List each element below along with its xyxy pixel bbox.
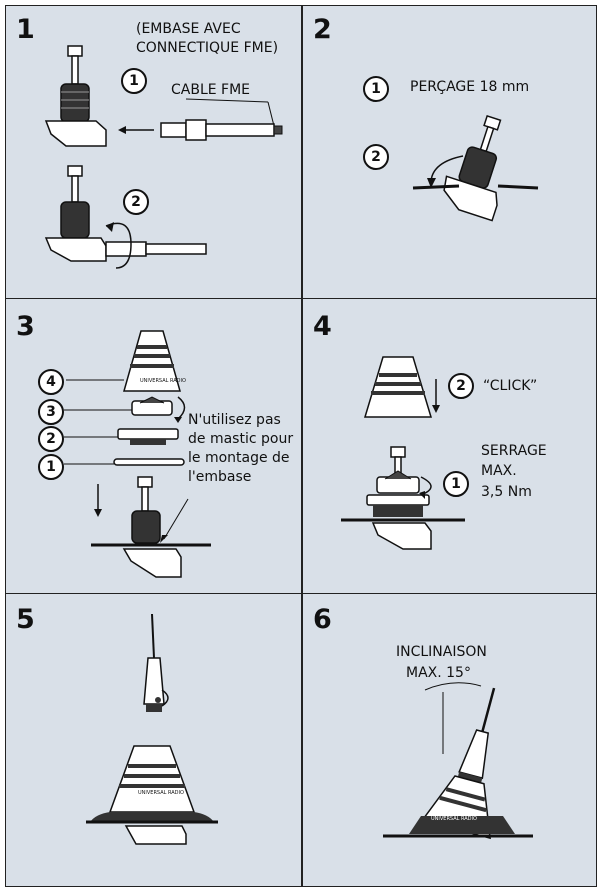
panel-6-illustration: UNIVERSAL RADIO: [383, 682, 533, 840]
panel-4-step-1-marker: 1: [443, 471, 469, 497]
panel-5-illustration: UNIVERSAL RADIO: [86, 613, 218, 845]
seal-part-1: [64, 458, 185, 466]
panel-6: 6 INCLINAISON MAX. 15° UNIVERSAL RADIO: [302, 593, 597, 887]
panel-4-illustration: [341, 356, 465, 550]
cable-label: CABLE FME: [171, 82, 251, 98]
fme-cable-1: [160, 119, 283, 141]
cover-part-click: [363, 356, 433, 418]
panel-3-step-4-marker: 4: [38, 369, 64, 395]
base-mount-3: [91, 476, 211, 578]
logo-text-6: UNIVERSAL RADIO: [431, 816, 477, 822]
mastic-warning-note: N'utilisez pas de mastic pour le montage…: [188, 411, 293, 487]
panel-5-number: 5: [16, 604, 35, 635]
panel-1-step-1-marker: 1: [121, 68, 147, 94]
header-line: (EMBASE AVEC CONNECTIQUE FME): [136, 21, 279, 56]
panel-3-number: 3: [16, 311, 35, 342]
panel-4-step-2-marker: 2: [448, 373, 474, 399]
angle-arc: [424, 682, 482, 691]
tilted-base-mount: [443, 114, 502, 222]
click-label: “CLICK”: [483, 378, 538, 394]
rotate-arrow-1: [105, 222, 132, 269]
torque-title: SERRAGE: [481, 443, 547, 459]
rotate-arrow-2: [430, 155, 464, 182]
panel-2-step-1-marker: 1: [363, 76, 389, 102]
tilted-antenna: [421, 687, 496, 840]
roof-plate-right: [497, 184, 539, 190]
panel-2-illustration: [412, 114, 539, 222]
panel-1-header-text: (EMBASE AVEC CONNECTIQUE FME): [136, 20, 278, 58]
cover-part-4: UNIVERSAL RADIO: [66, 330, 186, 392]
base-mount-2: [44, 165, 207, 262]
panel-1-step-2-marker: 2: [123, 189, 149, 215]
assembled-base: [341, 446, 465, 550]
logo-text-5: UNIVERSAL RADIO: [138, 790, 184, 796]
panel-1-number: 1: [16, 14, 35, 45]
panel-6-number: 6: [313, 604, 332, 635]
panel-3-step-2-marker: 2: [38, 426, 64, 452]
panel-4: 4 2 “CLICK” SERRAGE MAX. 3,5 Nm 1: [302, 298, 597, 594]
base-mount-1: [44, 45, 107, 147]
torque-value: 3,5 Nm: [481, 484, 532, 500]
antenna-mast-top: [143, 613, 169, 712]
washer-part-2: [64, 428, 179, 445]
cover-logo-text: UNIVERSAL RADIO: [140, 378, 186, 384]
drilling-label: PERÇAGE 18 mm: [410, 79, 530, 95]
panel-2: 2 1 PERÇAGE 18 mm 2: [302, 5, 597, 300]
nut-part-3: [64, 396, 186, 423]
panel-1-illustration: [44, 45, 283, 269]
panel-2-step-2-marker: 2: [363, 144, 389, 170]
cable-leader-line: [185, 98, 269, 103]
tilt-label: INCLINAISON: [396, 644, 487, 660]
note-text: N'utilisez pas de mastic pour le montage…: [188, 412, 294, 485]
panel-3-illustration: UNIVERSAL RADIO: [64, 330, 211, 578]
cover-assembly-5: UNIVERSAL RADIO: [86, 745, 218, 845]
torque-max: MAX.: [481, 463, 517, 479]
panel-3-step-1-marker: 1: [38, 454, 64, 480]
panel-2-number: 2: [313, 14, 332, 45]
panel-1: 1 (EMBASE AVEC CONNECTIQUE FME) CABLE FM…: [5, 5, 302, 300]
tilt-max-label: MAX. 15°: [406, 665, 471, 681]
roof-plate-left: [412, 184, 460, 190]
panel-4-number: 4: [313, 311, 332, 342]
panel-3: 3 4 3 2 1 N'utilisez pas de mastic pour …: [5, 298, 302, 594]
panel-3-step-3-marker: 3: [38, 399, 64, 425]
note-leader-line: [163, 498, 189, 540]
panel-5: 5 UNIVERSAL RADIO: [5, 593, 302, 887]
